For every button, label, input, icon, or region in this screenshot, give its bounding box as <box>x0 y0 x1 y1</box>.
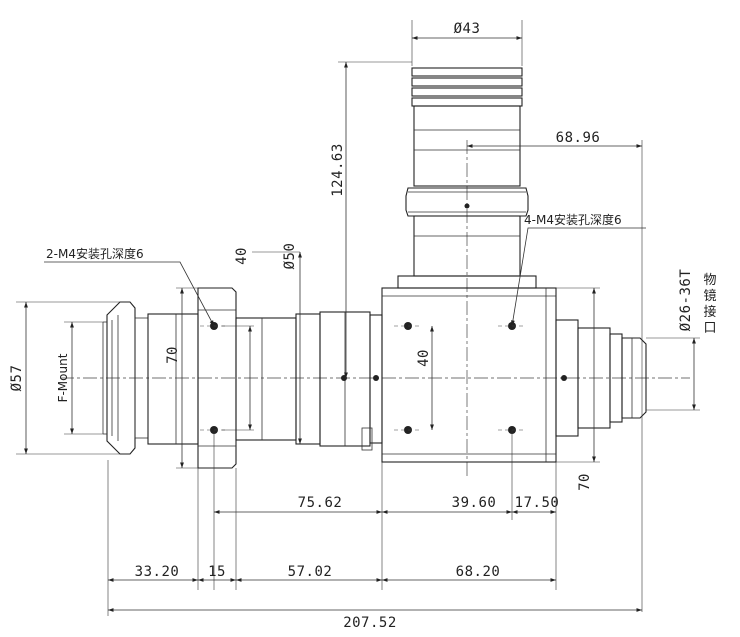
dimension-lines <box>16 20 700 616</box>
dim-dia-57: Ø57 <box>9 365 25 392</box>
dim-right-offset: 68.96 <box>556 130 601 146</box>
dim-len-17-50: 17.50 <box>515 495 560 511</box>
dim-height-40-top: 40 <box>234 247 250 265</box>
dim-thread: Ø26-36T <box>678 269 694 332</box>
label-f-mount: F-Mount <box>56 353 70 402</box>
label-objective-char-1: 物 <box>703 273 716 288</box>
dim-dia-50: Ø50 <box>282 243 298 270</box>
body-outline <box>102 67 647 469</box>
dim-len-57-02: 57.02 <box>288 564 333 580</box>
label-objective-char-3: 接 <box>703 304 716 320</box>
dim-len-75-62: 75.62 <box>298 495 343 511</box>
dim-height-70-right: 70 <box>577 473 593 491</box>
dimension-text: Ø43 124.63 68.96 Ø50 40 70 40 Ø57 70 75.… <box>9 21 694 631</box>
label-objective-char-2: 镜 <box>703 289 716 304</box>
note-right-holes: 4-M4安装孔深度6 <box>524 212 622 227</box>
dim-len-total: 207.52 <box>343 615 397 631</box>
dim-height-70-left: 70 <box>165 346 181 364</box>
dim-len-39-60: 39.60 <box>452 495 497 511</box>
dim-len-68-20: 68.20 <box>456 564 501 580</box>
dim-top-diameter: Ø43 <box>454 21 481 37</box>
label-objective-char-4: 口 <box>703 321 716 336</box>
dim-len-15: 15 <box>208 564 226 580</box>
dim-height-total: 124.63 <box>330 143 346 197</box>
mounting-holes <box>200 203 567 434</box>
note-left-holes: 2-M4安装孔深度6 <box>46 246 144 261</box>
dim-len-33-20: 33.20 <box>135 564 180 580</box>
dim-height-40-mid: 40 <box>416 349 432 367</box>
notes: 2-M4安装孔深度6 4-M4安装孔深度6 F-Mount 物 镜 接 口 <box>46 212 717 402</box>
center-lines <box>60 140 690 478</box>
